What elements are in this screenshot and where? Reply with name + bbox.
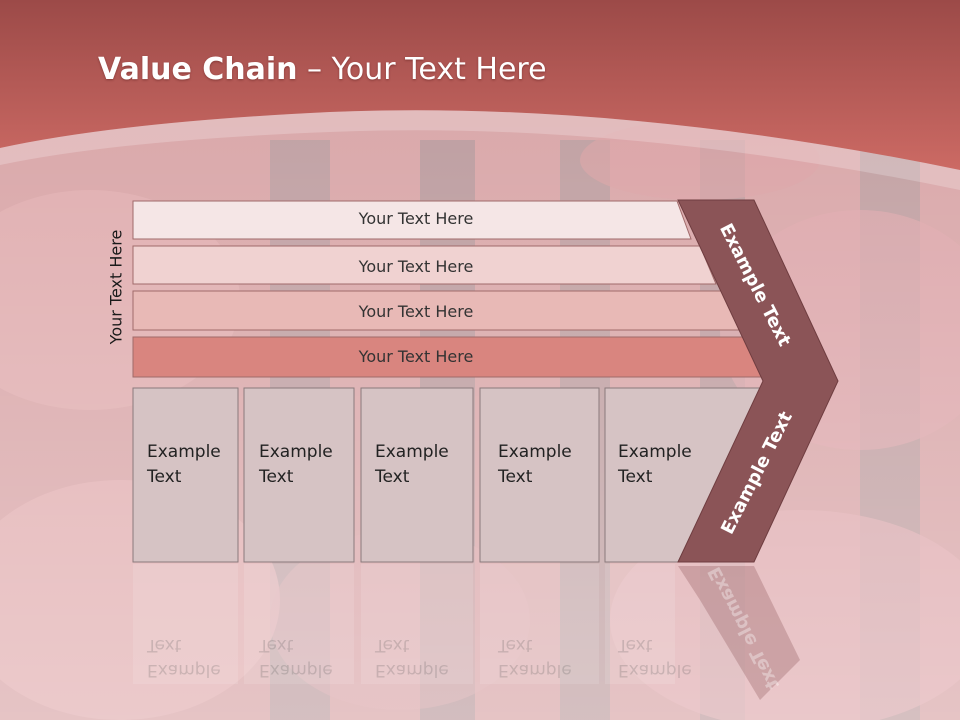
slide-title: Value Chain – Your Text Here — [98, 52, 547, 87]
column-text: Example Text — [618, 440, 692, 490]
column-text-reflection: Example Text — [259, 632, 333, 682]
slide-title-dash: – — [297, 52, 332, 87]
column-text-line: Text — [618, 467, 653, 487]
bar-label: Your Text Here — [358, 347, 474, 366]
column-text-line: Text — [618, 635, 653, 655]
bar-label: Your Text Here — [358, 257, 474, 276]
column-text-line: Example — [147, 442, 221, 462]
column-text-line: Text — [498, 635, 533, 655]
column-text-line: Text — [147, 635, 182, 655]
column-text-line: Text — [259, 467, 294, 487]
slide-title-bold: Value Chain — [98, 52, 298, 87]
column-text-line: Example — [375, 660, 449, 680]
column-text: Example Text — [147, 440, 221, 490]
column-text-line: Example — [147, 660, 221, 680]
column-text-line: Text — [375, 635, 410, 655]
side-label: Your Text Here — [106, 229, 126, 345]
column-text: Example Text — [259, 440, 333, 490]
column-text-reflection: Example Text — [498, 632, 572, 682]
bar-label: Your Text Here — [358, 209, 474, 228]
column-text-line: Example — [618, 660, 692, 680]
bar-label: Your Text Here — [358, 302, 474, 321]
column-text-line: Example — [498, 660, 572, 680]
column-text-line: Text — [147, 467, 182, 487]
column-text-line: Text — [498, 467, 533, 487]
column-text: Example Text — [375, 440, 449, 490]
column-text-line: Example — [375, 442, 449, 462]
slide-title-rest: Your Text Here — [331, 52, 547, 87]
column-text-reflection: Example Text — [618, 632, 692, 682]
column-text-line: Example — [259, 660, 333, 680]
column-text-line: Example — [618, 442, 692, 462]
column-text-line: Example — [498, 442, 572, 462]
column-text-line: Text — [259, 635, 294, 655]
column-text-reflection: Example Text — [375, 632, 449, 682]
column-text: Example Text — [498, 440, 572, 490]
column-text-reflection: Example Text — [147, 632, 221, 682]
column-text-line: Text — [375, 467, 410, 487]
column-text-line: Example — [259, 442, 333, 462]
